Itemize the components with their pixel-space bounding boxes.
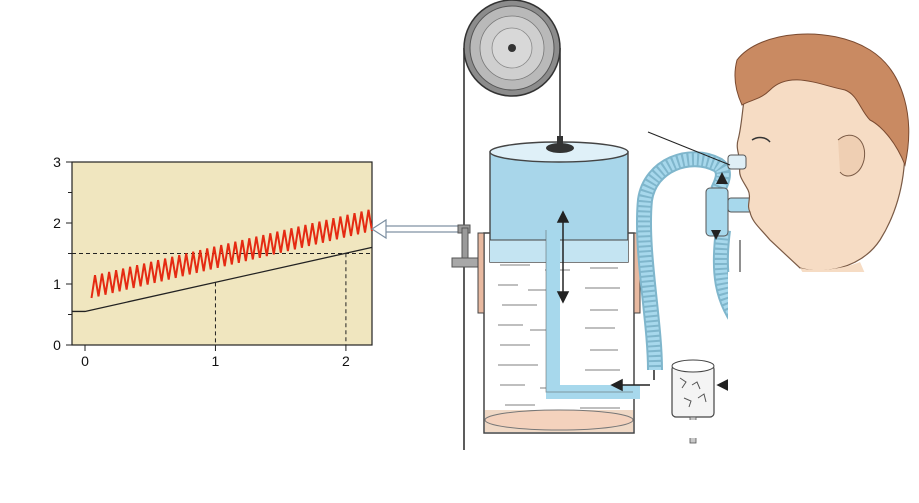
nose-clip xyxy=(727,154,747,170)
label-box-mouthpiece xyxy=(728,272,890,432)
y-tick-label: 0 xyxy=(53,337,61,353)
ear xyxy=(837,134,866,177)
breathing-trace-series xyxy=(90,209,373,299)
label-box-left xyxy=(8,215,34,295)
series-group xyxy=(72,209,373,313)
pulley-icon xyxy=(463,0,561,97)
subject-head-icon xyxy=(727,33,910,285)
y-tick-label: 3 xyxy=(53,154,61,170)
label-box-canister xyxy=(640,420,780,438)
volume-time-chart: 0 1 2 3 0 1 2 xyxy=(0,154,455,503)
x-tick-label: 2 xyxy=(342,353,350,369)
y-axis: 0 1 2 3 xyxy=(53,154,72,353)
x-tick-label: 1 xyxy=(212,353,220,369)
nose-clip-leader xyxy=(647,131,731,166)
label-box-noseclip xyxy=(613,105,673,131)
x-axis: 0 1 2 xyxy=(81,345,350,369)
tank-base xyxy=(484,409,634,431)
label-box-xunit xyxy=(362,350,400,370)
recording-arrow xyxy=(370,218,465,240)
y-tick-label: 1 xyxy=(53,276,61,292)
x-tick-label: 0 xyxy=(81,353,89,369)
eye xyxy=(751,136,771,143)
spirometer-tank xyxy=(477,136,760,434)
mouthpiece xyxy=(705,172,761,240)
label-box-bottom xyxy=(0,372,455,503)
baseline-series xyxy=(72,246,373,313)
y-tick-label: 2 xyxy=(53,215,61,231)
hair xyxy=(734,33,910,167)
pen-arm xyxy=(451,224,479,268)
pulley-assembly xyxy=(451,0,561,450)
